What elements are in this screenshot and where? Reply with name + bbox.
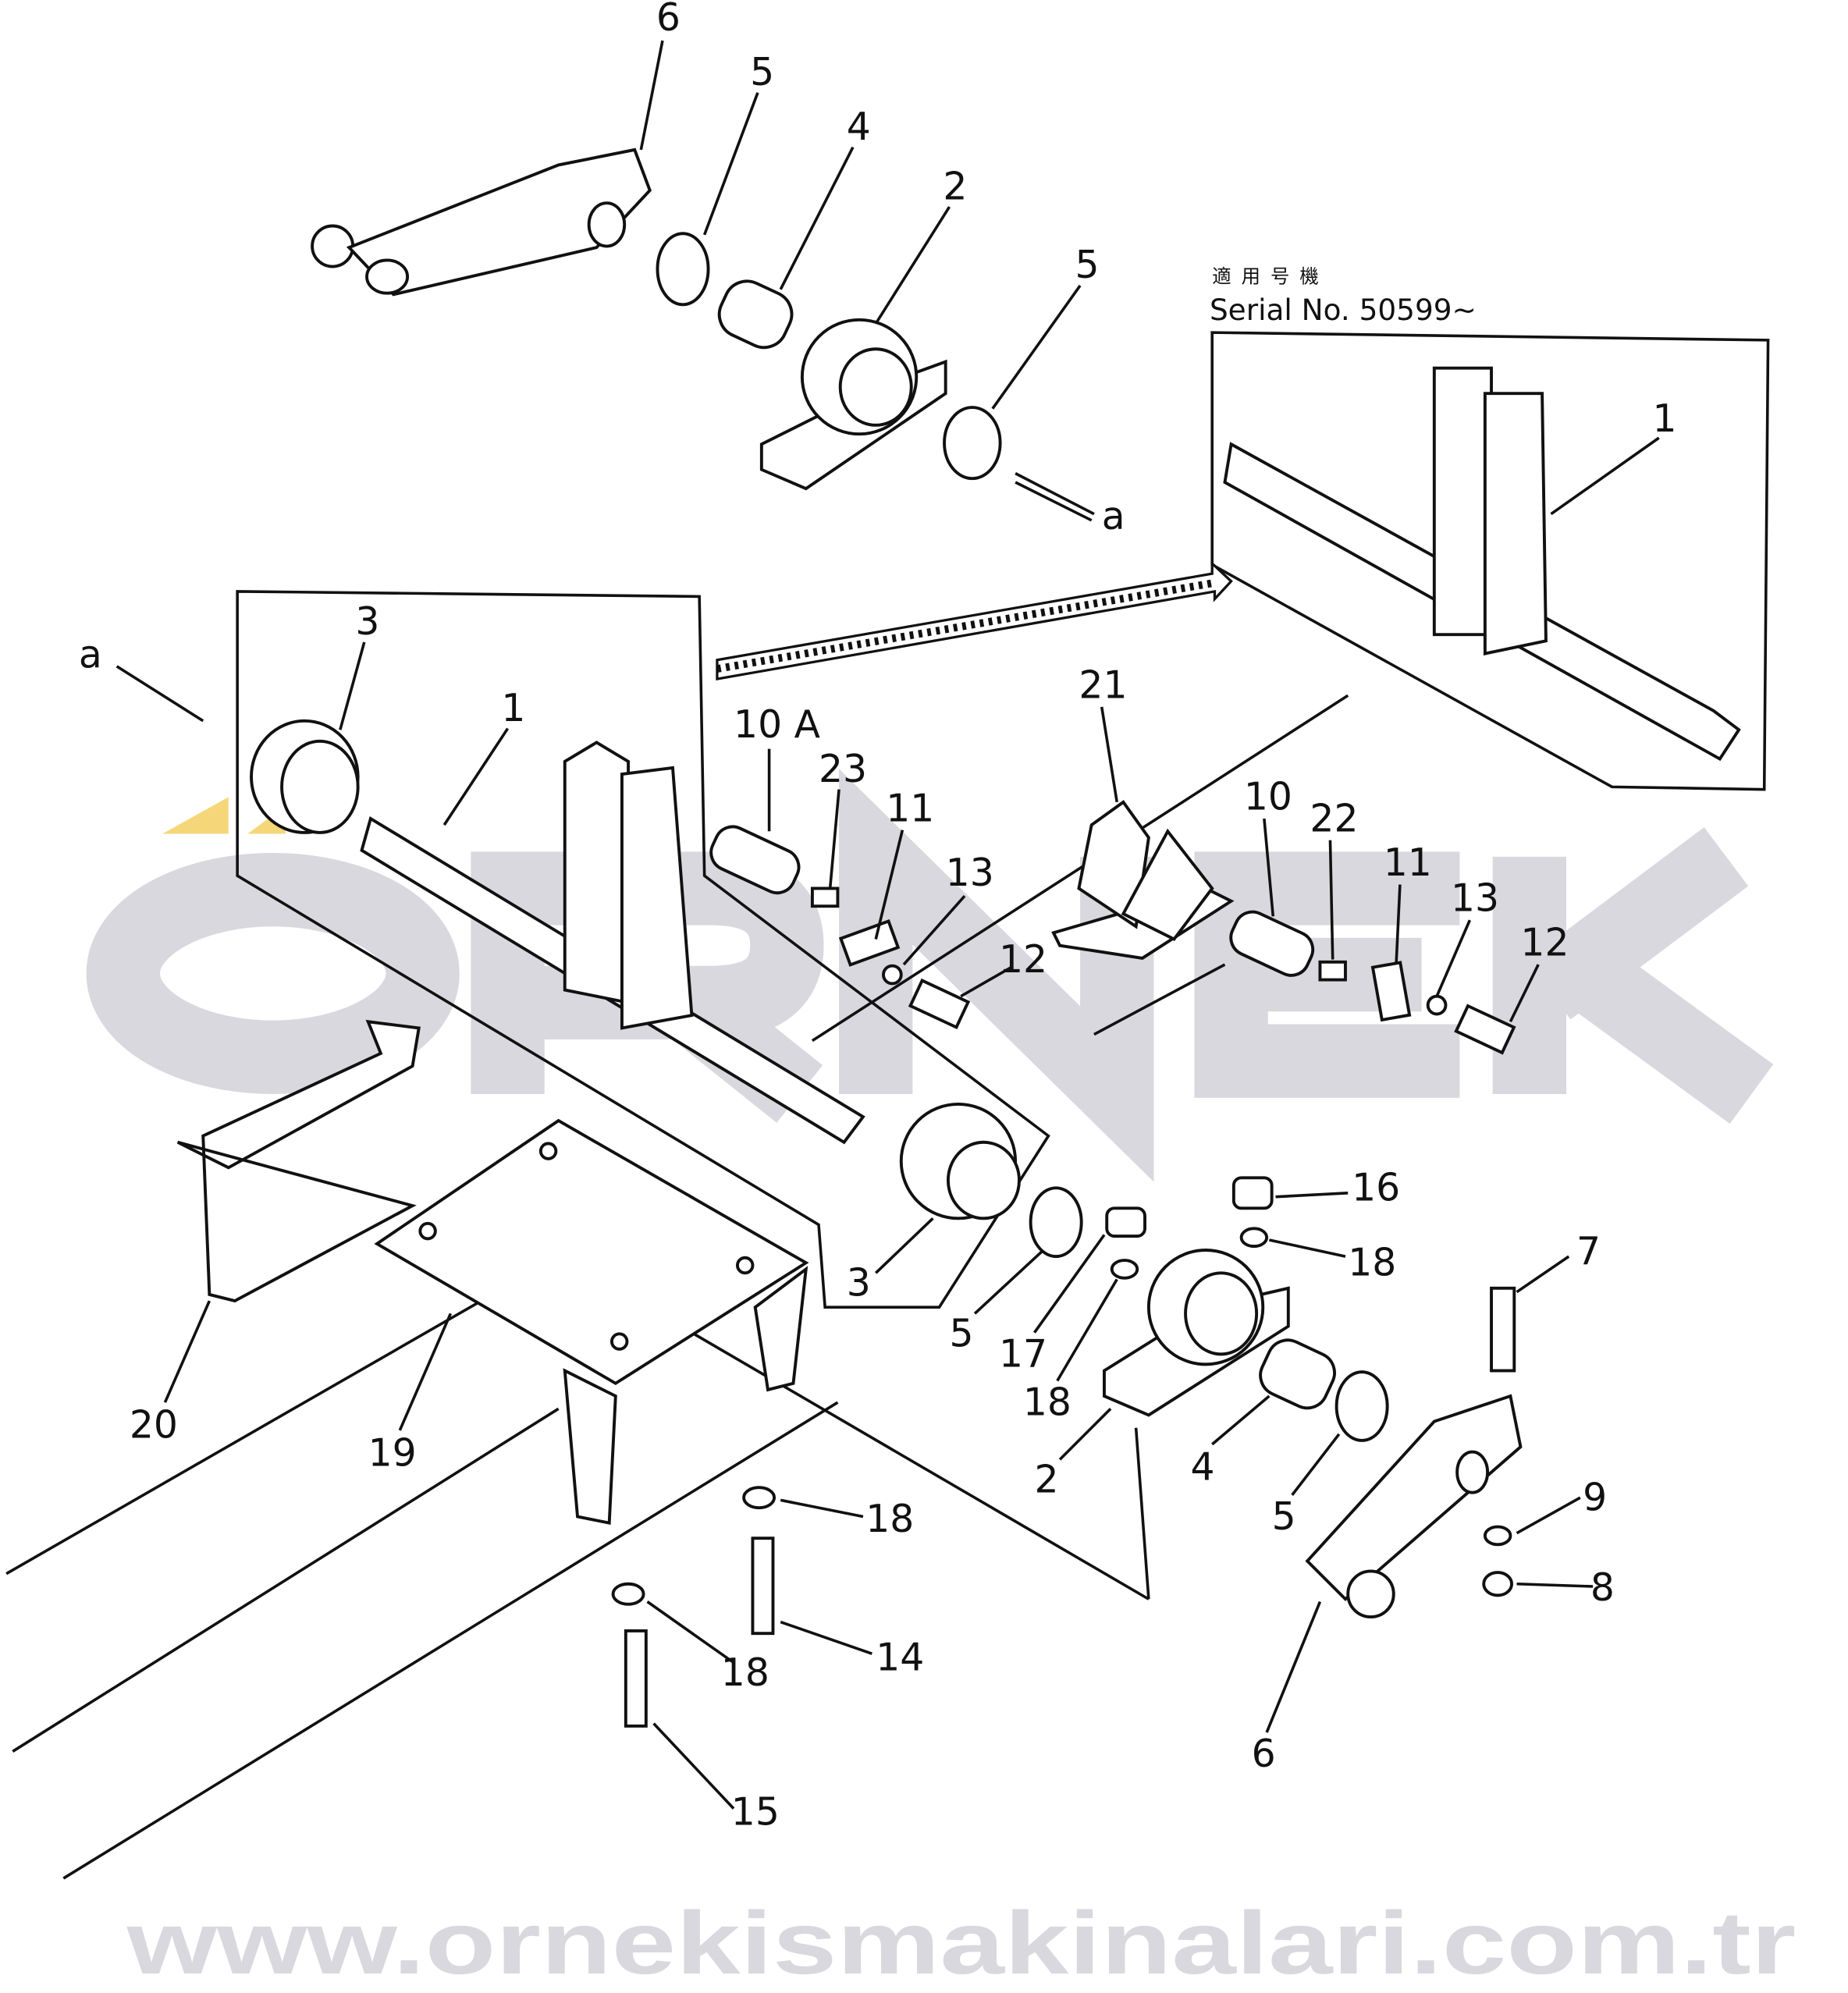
shaft-detail <box>1223 366 1741 762</box>
seal-5-upper-right <box>943 406 1002 481</box>
callout-10A: 10 A <box>734 702 820 747</box>
snap-ring-13-left <box>882 964 903 986</box>
pin-10A <box>709 825 801 895</box>
callout-14: 14 <box>876 1635 924 1679</box>
callout-a: a <box>1102 494 1125 538</box>
seal-5-lower-right <box>1334 1370 1389 1442</box>
callout-20: 20 <box>130 1403 178 1448</box>
watermark-accent-icon <box>162 797 229 834</box>
bolt-12-left <box>908 978 971 1030</box>
bracket-21 <box>1051 800 1235 960</box>
plate-11-left <box>838 918 901 967</box>
nut-8 <box>1482 1571 1513 1597</box>
callout-12: 12 <box>1520 921 1569 965</box>
callout-18: 18 <box>1348 1241 1396 1285</box>
washer-18-a <box>1110 1259 1139 1280</box>
plate-11-right <box>1370 961 1412 1022</box>
detail-box-left <box>236 590 1050 1309</box>
callout-13: 13 <box>1451 876 1499 921</box>
detail-box-right <box>1210 331 1770 791</box>
watermark-letter-o-icon <box>86 852 460 1094</box>
serial-note-japanese: 適用号機 <box>1212 265 1329 288</box>
bearing-housing-2-lower <box>1103 1249 1290 1417</box>
callout-3: 3 <box>355 599 379 644</box>
callout-13: 13 <box>946 851 994 895</box>
callout-4: 4 <box>1191 1444 1215 1489</box>
snap-ring-13-right <box>1426 994 1448 1016</box>
lever-arm-top <box>311 147 652 297</box>
bolt-14 <box>751 1536 775 1636</box>
leader-lines <box>116 40 1660 1810</box>
callout-5: 5 <box>750 50 774 94</box>
seal-5-lower-left <box>1029 1186 1083 1259</box>
washer-18-c <box>742 1486 777 1510</box>
lever-arm-bottom <box>1305 1394 1523 1618</box>
plate-19 <box>374 1118 809 1526</box>
callout-6: 6 <box>1252 1732 1276 1776</box>
washer-18-b <box>1239 1227 1269 1249</box>
pin-10 <box>1229 910 1315 977</box>
callout-18: 18 <box>721 1650 769 1695</box>
callout-18: 18 <box>865 1497 914 1541</box>
bolt-7 <box>1490 1286 1516 1373</box>
bushing-4-top <box>717 279 794 350</box>
serial-note-text: Serial No. 50599~ <box>1210 293 1477 327</box>
washer-18-d <box>611 1582 645 1606</box>
watermark-url: www.ornekismakinalari.com.tr <box>126 1894 1796 1993</box>
callout-21: 21 <box>1079 663 1127 708</box>
bolt-15 <box>624 1629 648 1728</box>
callout-10: 10 <box>1244 775 1292 819</box>
shaft-1 <box>250 719 865 1145</box>
grease-fitting-23 <box>810 886 840 908</box>
callout-5: 5 <box>1075 243 1100 287</box>
callout-8: 8 <box>1590 1565 1615 1610</box>
watermark-letter-k-icon <box>1492 827 1774 1124</box>
bolt-12-right <box>1454 1004 1516 1055</box>
bearing-housing-2-top <box>759 318 947 491</box>
callout-22: 22 <box>1310 796 1358 840</box>
grease-fitting-22 <box>1318 960 1347 982</box>
bushing-4-lower <box>1259 1338 1336 1410</box>
cover-20 <box>176 1019 421 1303</box>
callout-5: 5 <box>1272 1494 1296 1539</box>
callout-23: 23 <box>819 747 867 791</box>
callout-18: 18 <box>1023 1380 1071 1424</box>
collar-16 <box>1231 1176 1274 1210</box>
callout-17: 17 <box>999 1332 1047 1377</box>
lock-washer-9 <box>1483 1525 1512 1547</box>
detail-arrow <box>716 560 1233 681</box>
callout-7: 7 <box>1576 1229 1601 1274</box>
seal-5-top <box>656 232 710 307</box>
callout-9: 9 <box>1583 1475 1607 1519</box>
bushing-3-lower <box>899 1103 1021 1220</box>
callout-6: 6 <box>656 0 681 40</box>
callout-12: 12 <box>999 937 1047 982</box>
callout-11: 11 <box>886 786 934 830</box>
callout-16: 16 <box>1352 1166 1400 1210</box>
callout-1: 1 <box>1653 396 1677 441</box>
callout-15: 15 <box>731 1790 780 1835</box>
callout-4: 4 <box>847 105 871 149</box>
callout-2: 2 <box>943 164 967 208</box>
callout-5: 5 <box>950 1312 974 1356</box>
callout-3: 3 <box>847 1261 871 1306</box>
collar-17 <box>1105 1206 1146 1238</box>
callout-2: 2 <box>1035 1458 1059 1502</box>
callout-19: 19 <box>368 1430 417 1475</box>
callout-11: 11 <box>1384 840 1432 885</box>
guide-lines <box>5 481 1349 1880</box>
callout-a: a <box>79 632 102 677</box>
callout-1: 1 <box>501 686 525 730</box>
